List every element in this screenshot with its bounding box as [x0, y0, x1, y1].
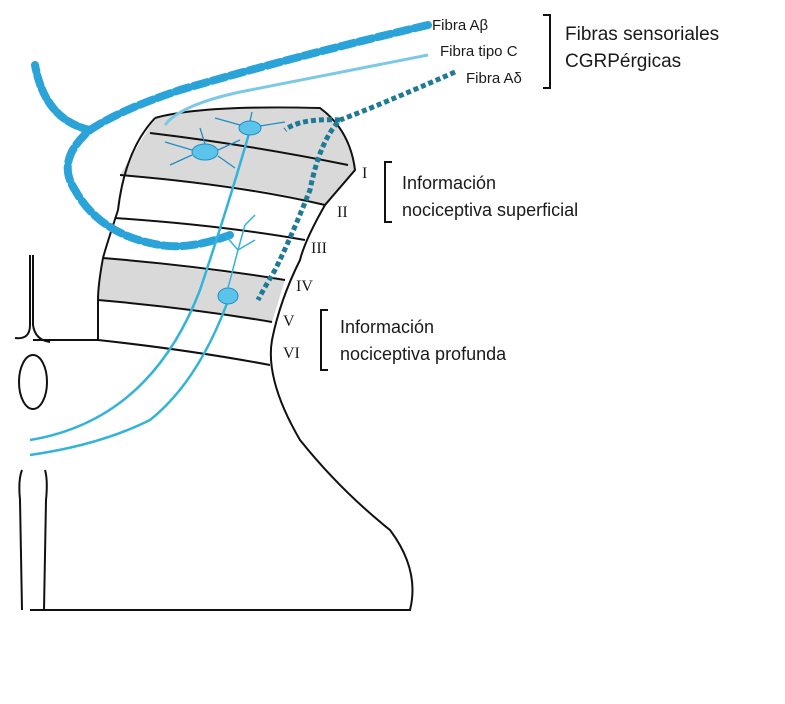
lamina-label-ii: II	[337, 204, 348, 221]
bracket-deep	[321, 310, 328, 370]
label-cgrpergicas: CGRPérgicas	[565, 51, 681, 72]
label-fibras-sensoriales: Fibras sensoriales	[565, 24, 719, 45]
label-superficial-line1: Información	[402, 173, 496, 193]
bracket-fibers	[543, 15, 550, 88]
label-fibra-c: Fibra tipo C	[440, 43, 518, 60]
label-fibra-ab: Fibra Aβ	[432, 17, 489, 34]
label-deep-line1: Información	[340, 317, 434, 337]
lamina-label-v: V	[283, 313, 295, 330]
midline-structures	[15, 255, 50, 610]
label-superficial-line2: nociceptiva superficial	[402, 200, 578, 220]
lamina-label-iii: III	[311, 240, 327, 257]
label-deep-line2: nociceptiva profunda	[340, 344, 507, 364]
fiber-a-beta-branch	[35, 65, 90, 130]
lamina-label-i: I	[362, 165, 367, 182]
bracket-superficial	[385, 162, 392, 222]
lamina-label-iv: IV	[296, 278, 313, 295]
lamina-label-vi: VI	[283, 345, 300, 362]
label-fibra-ad: Fibra Aδ	[466, 70, 522, 87]
